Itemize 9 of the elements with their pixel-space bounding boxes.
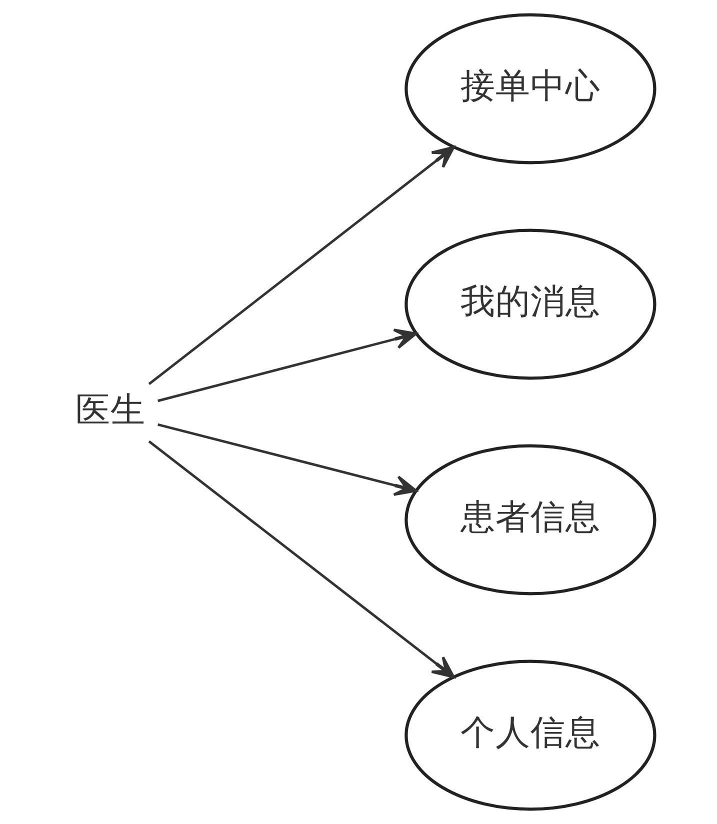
node-ellipse: 个人信息 (404, 660, 656, 811)
node-ellipse: 接单中心 (404, 13, 656, 164)
node-ellipse: 患者信息 (404, 444, 656, 596)
arrow (157, 423, 417, 496)
arrow (157, 328, 417, 402)
arrow (148, 146, 454, 386)
arrow (148, 440, 454, 678)
node-text: 医生 (74, 390, 145, 431)
node-ellipse: 我的消息 (404, 228, 656, 380)
